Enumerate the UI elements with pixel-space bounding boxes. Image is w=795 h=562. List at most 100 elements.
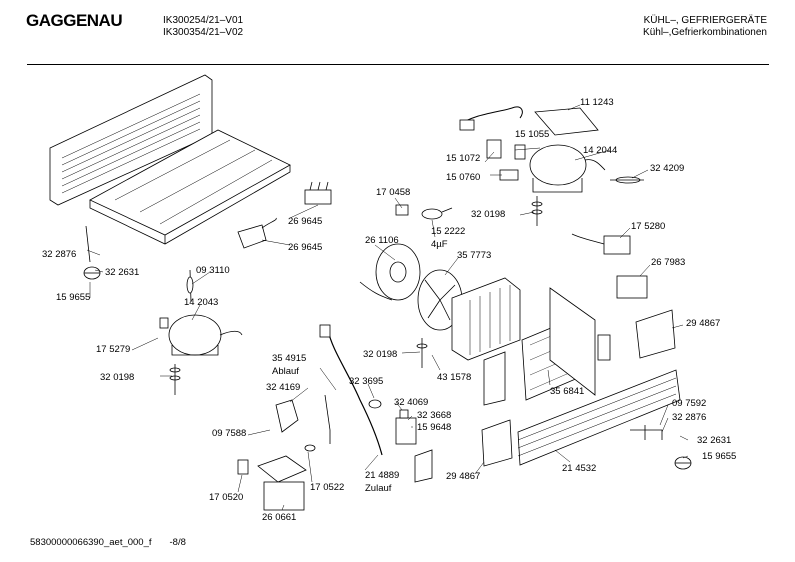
label-175279: 17 5279 bbox=[96, 344, 130, 355]
label-093110: 09 3110 bbox=[196, 265, 230, 276]
condenser-bracket bbox=[483, 351, 506, 406]
category-line-2: Kühl–,Gefrierkombinationen bbox=[643, 27, 767, 38]
doc-id: 58300000066390_aet_000_f bbox=[30, 537, 152, 548]
label-170458: 17 0458 bbox=[376, 187, 410, 198]
foot-left bbox=[83, 266, 101, 280]
label-322631-a: 32 2631 bbox=[105, 267, 139, 278]
label-175280: 17 5280 bbox=[631, 221, 665, 232]
label-142044: 14 2044 bbox=[583, 145, 617, 156]
label-261106: 26 1106 bbox=[365, 235, 399, 246]
top-bracket bbox=[534, 107, 599, 136]
grille-lower bbox=[481, 419, 513, 467]
relay-clip bbox=[237, 217, 277, 249]
label-269645-b: 26 9645 bbox=[288, 242, 322, 253]
dryer-filter bbox=[610, 176, 644, 184]
bolt-stack-center bbox=[416, 338, 428, 368]
label-zulauf: Zulauf bbox=[365, 483, 392, 494]
footer: 58300000066390_aet_000_f -8/8 bbox=[30, 537, 204, 548]
fan-motor bbox=[359, 243, 421, 301]
label-170520: 17 0520 bbox=[209, 492, 243, 503]
drip-tray bbox=[257, 455, 307, 511]
label-159655-a: 15 9655 bbox=[56, 292, 90, 303]
label-322631-b: 32 2631 bbox=[697, 435, 731, 446]
power-cable bbox=[459, 106, 523, 131]
label-152222: 15 2222 bbox=[431, 226, 465, 237]
bolt-stack-right bbox=[531, 196, 543, 226]
capacitor bbox=[421, 207, 453, 220]
fan-blade bbox=[417, 269, 463, 331]
label-159655-b: 15 9655 bbox=[702, 451, 736, 462]
cap-nut bbox=[368, 399, 382, 409]
label-097588: 09 7588 bbox=[212, 428, 246, 439]
relay-connector bbox=[304, 181, 332, 205]
model-number-1: IK300254/21–V01 bbox=[163, 15, 244, 26]
side-grille-right bbox=[635, 309, 676, 359]
label-150760: 15 0760 bbox=[446, 172, 480, 183]
label-267983: 26 7983 bbox=[651, 257, 685, 268]
label-214532: 21 4532 bbox=[562, 463, 596, 474]
small-clips bbox=[499, 144, 526, 181]
label-151072: 15 1072 bbox=[446, 153, 480, 164]
label-431578: 43 1578 bbox=[437, 372, 471, 383]
condenser bbox=[451, 277, 521, 361]
bracket-right-foot bbox=[630, 425, 663, 440]
label-324169: 32 4169 bbox=[266, 382, 300, 393]
label-260661: 26 0661 bbox=[262, 512, 296, 523]
label-323695: 32 3695 bbox=[349, 376, 383, 387]
bolt-stack-left bbox=[169, 364, 181, 395]
label-142043: 14 2043 bbox=[184, 297, 218, 308]
base-tray bbox=[89, 129, 291, 245]
label-322876-b: 32 2876 bbox=[672, 412, 706, 423]
drain-hose-small bbox=[324, 394, 331, 444]
label-097592: 09 7592 bbox=[672, 398, 706, 409]
model-numbers: IK300254/21–V01 IK300354/21–V02 bbox=[163, 15, 243, 39]
thermostat-clip bbox=[275, 399, 299, 433]
label-320198-a: 32 0198 bbox=[471, 209, 505, 220]
label-354915: 35 4915 bbox=[272, 353, 306, 364]
label-357773: 35 7773 bbox=[457, 250, 491, 261]
label-ablauf: Ablauf bbox=[272, 366, 299, 377]
timer-module bbox=[395, 409, 417, 445]
header-rule bbox=[27, 64, 769, 65]
label-320198-b: 32 0198 bbox=[100, 372, 134, 383]
label-322876-a: 32 2876 bbox=[42, 249, 76, 260]
small-connector bbox=[237, 459, 249, 475]
label-269645-a: 26 9645 bbox=[288, 216, 322, 227]
foot-right bbox=[674, 456, 692, 470]
thermostat-box bbox=[616, 275, 648, 299]
base-louvre bbox=[517, 369, 681, 466]
drain-pipe bbox=[319, 324, 383, 456]
label-4uf: 4µF bbox=[431, 239, 448, 250]
page-number: -8/8 bbox=[169, 537, 186, 548]
model-number-2: IK300354/21–V02 bbox=[163, 27, 244, 38]
label-294867-b: 29 4867 bbox=[446, 471, 480, 482]
bracket-drain bbox=[414, 449, 433, 483]
capillary-tube-left bbox=[186, 269, 194, 303]
label-320198-c: 32 0198 bbox=[363, 349, 397, 360]
label-151055: 15 1055 bbox=[515, 129, 549, 140]
category-title: KÜHL–, GEFRIERGERÄTE Kühl–,Gefrierkombin… bbox=[643, 15, 767, 39]
label-324069: 32 4069 bbox=[394, 397, 428, 408]
label-214889: 21 4889 bbox=[365, 470, 399, 481]
label-324209: 32 4209 bbox=[650, 163, 684, 174]
label-323668: 32 3668 bbox=[417, 410, 451, 421]
compressor-right bbox=[529, 144, 606, 193]
leader-lines bbox=[86, 104, 689, 511]
compressor-left bbox=[159, 314, 243, 356]
label-356841: 35 6841 bbox=[550, 386, 584, 397]
brand-logo: GAGGENAU bbox=[26, 11, 123, 30]
screw-left-1 bbox=[85, 225, 91, 263]
label-159648: 15 9648 bbox=[417, 422, 451, 433]
drain-funnel bbox=[304, 444, 316, 452]
label-170522: 17 0522 bbox=[310, 482, 344, 493]
clip-bracket bbox=[486, 139, 502, 159]
label-294867-a: 29 4867 bbox=[686, 318, 720, 329]
start-relay-small bbox=[395, 204, 409, 216]
category-line-1: KÜHL–, GEFRIERGERÄTE bbox=[643, 15, 767, 26]
small-bracket-right bbox=[597, 334, 611, 361]
part-labels: 11 1243 15 1055 15 1072 15 0760 14 2044 … bbox=[42, 97, 736, 523]
side-bracket bbox=[549, 287, 596, 396]
rear-grille-panel bbox=[49, 74, 213, 206]
wiring-harness bbox=[571, 233, 631, 255]
